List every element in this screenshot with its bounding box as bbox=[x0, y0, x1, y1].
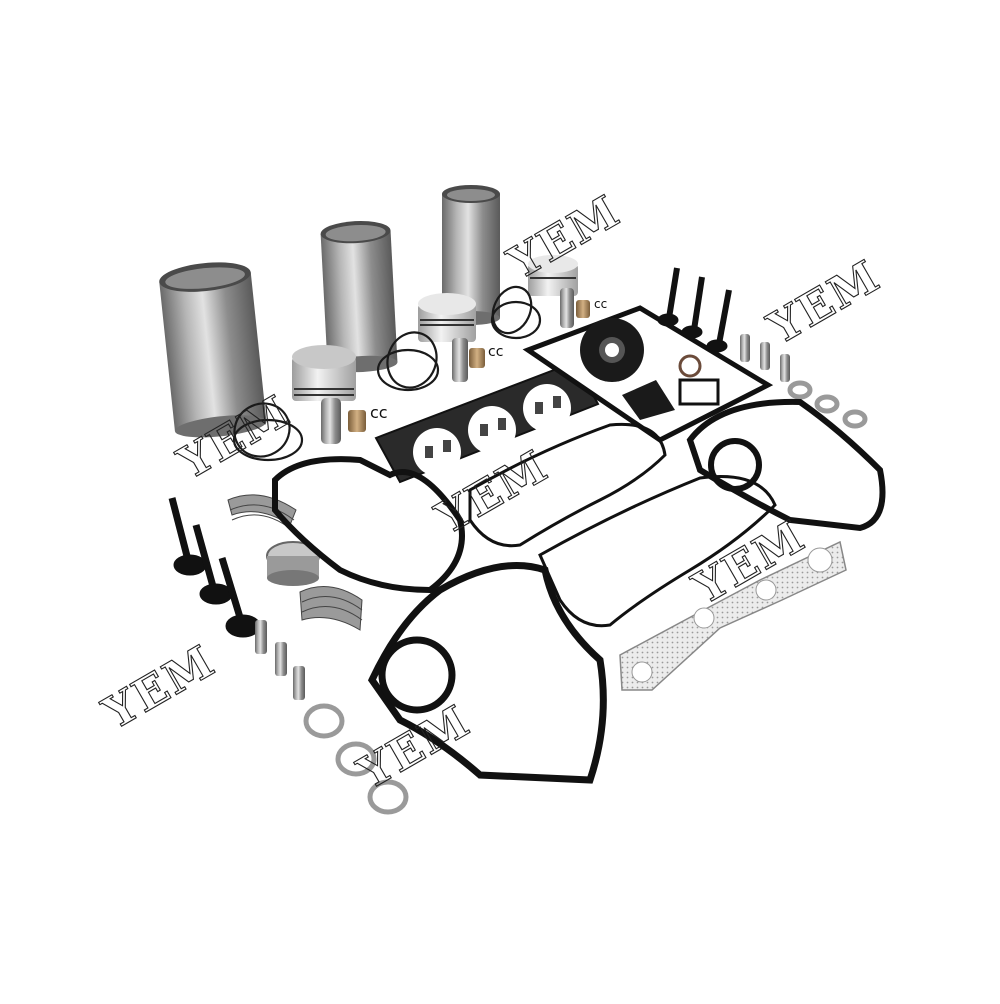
exhaust-manifold-gasket bbox=[619, 540, 847, 691]
valve-cover-gaskets bbox=[468, 422, 777, 628]
cylinder-head-gasket bbox=[374, 360, 600, 484]
timing-cover-gasket-lower bbox=[367, 562, 607, 784]
watermark: YEM bbox=[94, 636, 224, 740]
cylinder-liners bbox=[159, 185, 500, 438]
timing-cover-gasket-right bbox=[686, 398, 886, 532]
valves-lower bbox=[168, 497, 261, 638]
piston-pins: cc cc cc bbox=[321, 288, 607, 444]
gasket-set-panel bbox=[522, 305, 774, 443]
piston-rings bbox=[232, 285, 542, 462]
valve-guides bbox=[255, 334, 790, 700]
valves-upper bbox=[657, 267, 732, 353]
bearings bbox=[227, 494, 363, 631]
svg-text:cc: cc bbox=[370, 403, 388, 422]
watermark: YEM bbox=[759, 251, 889, 355]
valve-seats bbox=[303, 380, 868, 815]
svg-text:cc: cc bbox=[488, 344, 503, 360]
svg-text:cc: cc bbox=[594, 297, 607, 311]
timing-cover-gasket-left bbox=[272, 456, 465, 594]
